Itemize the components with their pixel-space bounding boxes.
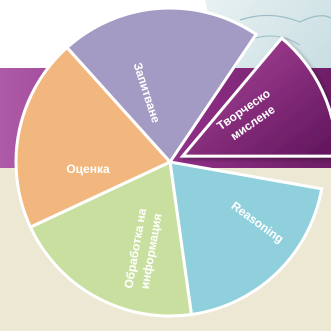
segment-zapitvane xyxy=(64,6,259,165)
segment-tvorchesko xyxy=(179,35,331,158)
segment-label-otsenka: Оценка xyxy=(66,162,110,176)
map-line xyxy=(239,14,331,23)
segment-otsenka xyxy=(14,45,173,230)
segment-reasoning xyxy=(168,160,324,317)
wheel-segments xyxy=(14,6,331,318)
segment-obrabotka xyxy=(28,159,194,318)
